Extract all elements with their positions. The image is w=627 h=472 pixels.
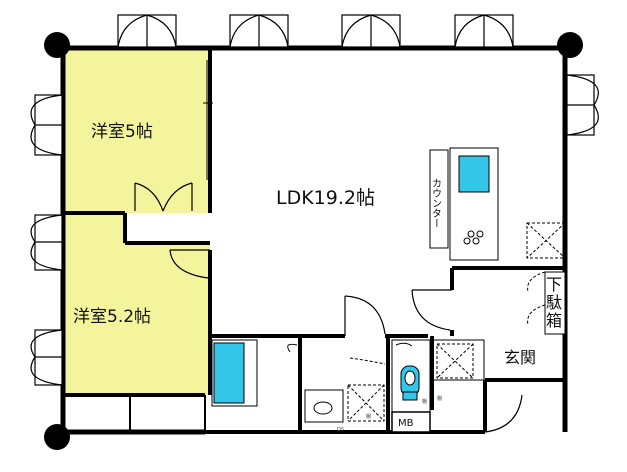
kitchen-sink [458, 155, 490, 193]
room-label-ldk: LDK19.2帖 [276, 187, 375, 209]
bathtub [213, 342, 245, 404]
shoe-cabinet-label-1: 下 [546, 275, 562, 294]
stove-burners-icon [463, 230, 484, 245]
fridge-space [526, 222, 566, 259]
shoe-cabinet [527, 271, 566, 335]
column-top-left [44, 32, 70, 58]
toilet-room [391, 339, 431, 413]
washroom [304, 357, 386, 423]
shoe-cabinet-label-3: 箱 [546, 311, 562, 330]
shoe-cabinet-label-2: 駄 [546, 293, 562, 312]
closet [123, 213, 210, 245]
washer-tag: DS [337, 427, 344, 433]
kitchen [429, 147, 499, 261]
column-top-right [557, 32, 583, 58]
shelf-label-toilet-2: 棚 [437, 395, 442, 402]
shelf-label-washroom: 棚 [366, 413, 371, 420]
outer-walls [60, 45, 568, 435]
room-label-bedroom-5-2jo: 洋室5.2帖 [73, 307, 151, 327]
sliding-partition [203, 60, 213, 180]
windows-top [117, 14, 514, 48]
counter-label: カウンター [430, 178, 442, 228]
meter-box-frame [391, 411, 431, 433]
column-bottom-left [44, 424, 70, 450]
window-right [566, 74, 599, 136]
entrance-area [431, 339, 485, 381]
bathroom [211, 339, 298, 407]
room-label-bedroom-5jo: 洋室5帖 [91, 122, 153, 142]
room-label-entrance: 玄関 [504, 348, 536, 367]
storage-lower-left [129, 395, 206, 432]
closet-gap [125, 213, 210, 243]
meter-box-label: MB [398, 418, 414, 429]
wash-basin [313, 401, 333, 415]
windows-left [30, 94, 63, 386]
closet-doors [134, 182, 193, 212]
doors [169, 249, 523, 433]
shelf-label-toilet-1: 棚 [422, 398, 427, 405]
